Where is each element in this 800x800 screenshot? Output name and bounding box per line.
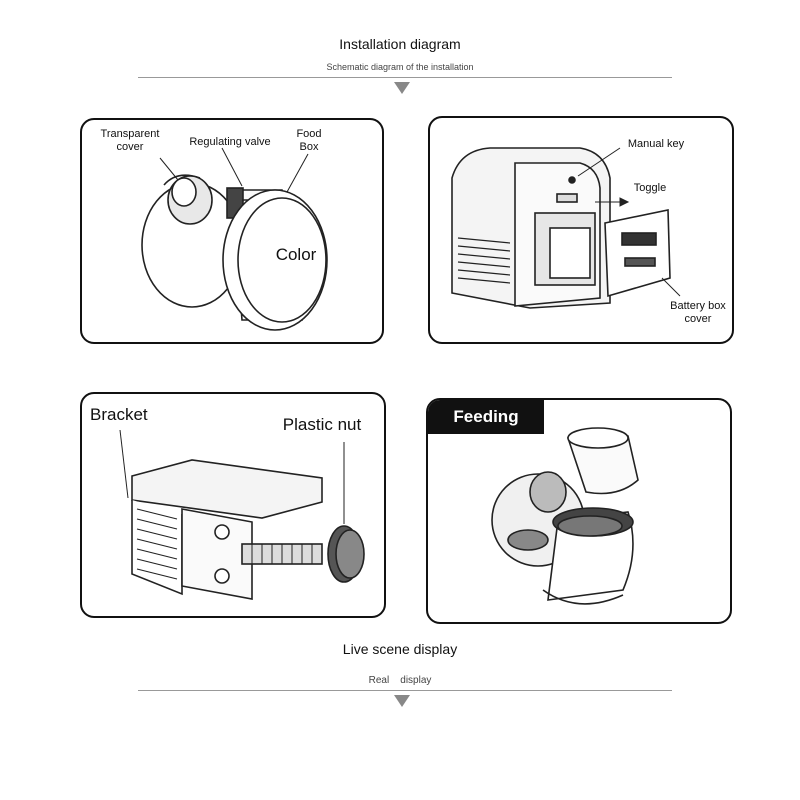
diagram-title: Installation diagram [339,36,461,52]
feeding-tab: Feeding [428,400,544,434]
battery-box-illustration [451,147,681,309]
food-box-illustration [141,147,328,331]
bracket-illustration [119,429,365,600]
toggle-label: Toggle [633,182,667,194]
feeding-illustration [491,427,639,605]
battery-box-cover-label: Battery box cover [670,300,726,325]
header-divider [138,77,672,78]
plastic-nut-label: Plastic nut [282,415,362,434]
footer-divider [138,690,672,691]
panel-food-box: Transparent cover Regulating valve Food … [80,118,384,344]
battery-box-cover-shape [604,209,671,298]
panel-bracket: Bracket Plastic nut [80,392,386,618]
regulating-valve-label: Regulating valve [189,136,271,148]
bracket-label: Bracket [90,405,148,424]
food-box-label: Food Box [296,128,322,153]
footer-down-arrow-icon [394,695,410,707]
color-label: Color [275,245,317,264]
transparent-cover-label: Transparent cover [100,128,160,153]
panel-feeding: Feeding [426,398,732,624]
header-down-arrow-icon [394,82,410,94]
diagram-subtitle: Schematic diagram of the installation [326,62,474,72]
manual-key-shape [568,176,576,184]
manual-key-label: Manual key [627,138,685,150]
live-scene-title: Live scene display [342,641,458,657]
panel-battery-box: Manual key Toggle Battery box cover [428,116,734,344]
live-scene-subtitle: Real display [368,675,432,686]
